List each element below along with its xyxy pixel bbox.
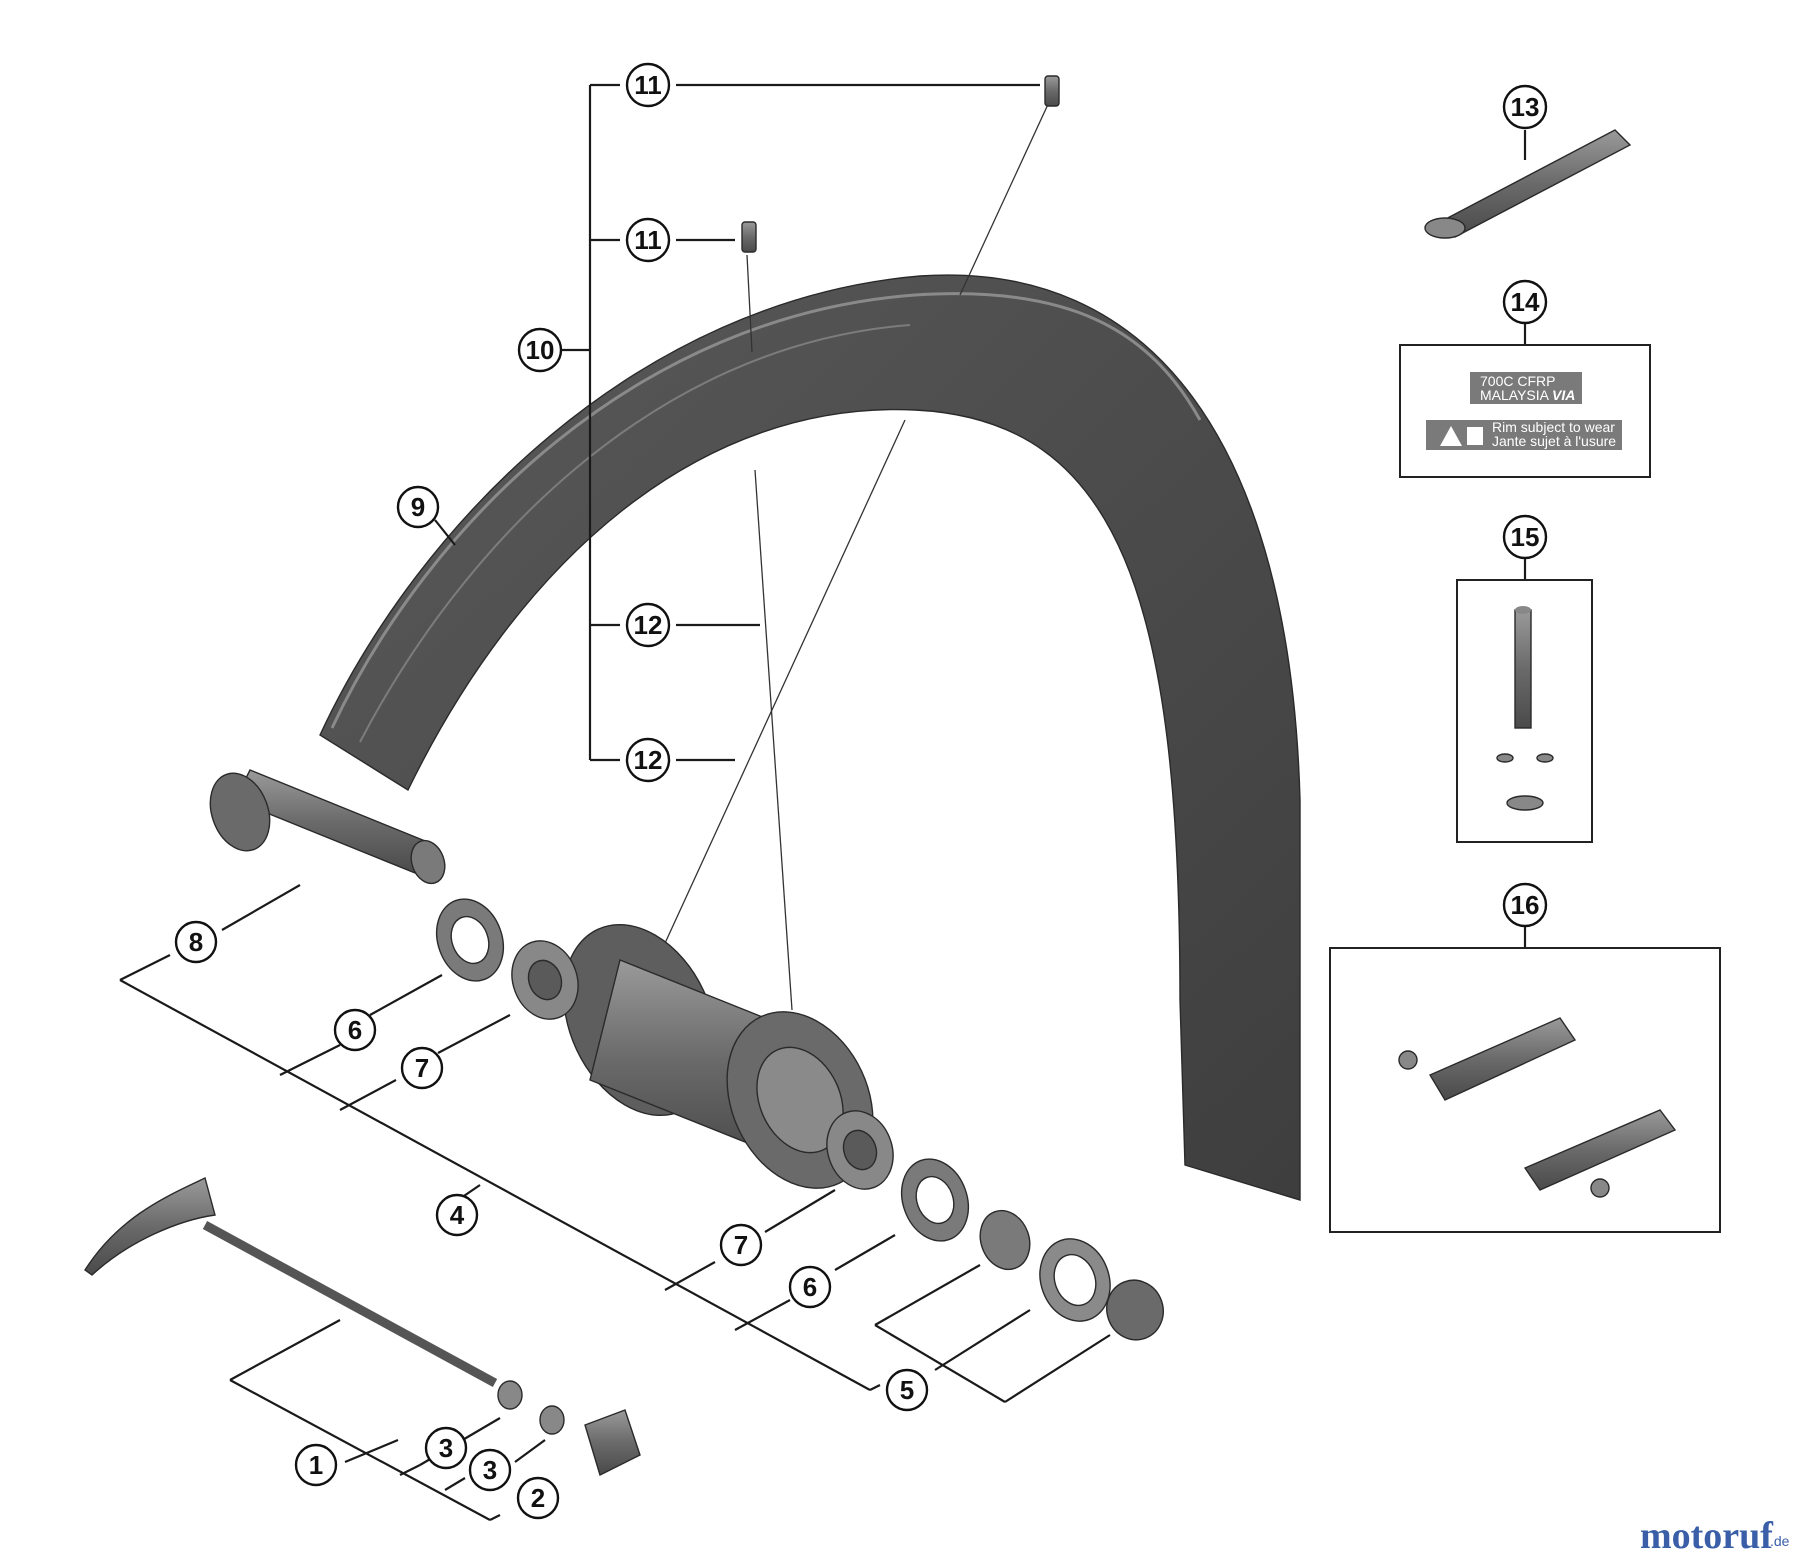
svg-text:9: 9	[411, 492, 425, 522]
svg-text:1: 1	[309, 1450, 323, 1480]
callout-5: 5	[885, 1368, 929, 1412]
watermark-text: motoruf	[1640, 1515, 1774, 1557]
callout-15: 15	[1502, 514, 1548, 560]
warning-icon	[1440, 426, 1462, 446]
callout-7b: 7	[719, 1223, 763, 1267]
callout-8: 8	[174, 920, 218, 964]
callout-11a: 11	[625, 62, 671, 108]
hub-axle	[209, 769, 446, 885]
callout-4: 4	[435, 1193, 479, 1237]
leader-lines	[119, 83, 1527, 1521]
svg-text:6: 6	[348, 1015, 362, 1045]
quick-release	[84, 1177, 641, 1476]
spoke-wrench	[1424, 129, 1632, 239]
svg-text:11: 11	[634, 70, 662, 100]
callout-16: 16	[1502, 882, 1548, 928]
svg-text:10: 10	[526, 335, 555, 365]
svg-text:11: 11	[634, 225, 662, 255]
svg-text:4: 4	[450, 1200, 465, 1230]
brake-pad-box	[1329, 947, 1721, 1233]
nipple-mid	[741, 221, 757, 253]
svg-text:3: 3	[439, 1433, 453, 1463]
callout-9: 9	[396, 485, 440, 529]
svg-text:13: 13	[1511, 92, 1540, 122]
svg-text:2: 2	[531, 1483, 545, 1513]
callout-3b: 3	[468, 1448, 512, 1492]
spokes	[654, 99, 1051, 1011]
hub-body	[563, 923, 874, 1189]
nipple-top	[1044, 75, 1060, 107]
dust-seals	[435, 898, 970, 1242]
svg-text:6: 6	[803, 1272, 817, 1302]
rim-label-brand: VIA	[1552, 387, 1575, 403]
rim-warning-line2: Jante sujet à l'usure	[1492, 433, 1616, 449]
watermark-logo: motoruf .de	[1640, 1515, 1790, 1557]
valve-extender-box	[1456, 579, 1593, 843]
callout-1: 1	[294, 1443, 338, 1487]
svg-text:12: 12	[634, 610, 663, 640]
callout-11b: 11	[625, 217, 671, 263]
end-caps	[979, 1209, 1164, 1341]
bearings	[511, 940, 894, 1190]
svg-text:5: 5	[900, 1375, 914, 1405]
rim-label-box: 700C CFRP MALAYSIA VIA Rim subject to we…	[1399, 344, 1651, 478]
callout-14: 14	[1502, 279, 1548, 325]
callout-6b: 6	[788, 1265, 832, 1309]
svg-text:14: 14	[1511, 287, 1540, 317]
svg-text:3: 3	[483, 1455, 497, 1485]
info-icon	[1467, 427, 1483, 445]
callout-6a: 6	[333, 1008, 377, 1052]
svg-text:7: 7	[734, 1230, 748, 1260]
svg-text:8: 8	[189, 927, 203, 957]
callout-13: 13	[1502, 84, 1548, 130]
svg-text:16: 16	[1511, 890, 1540, 920]
rim	[319, 274, 1301, 1201]
spoke-nipples	[741, 75, 1060, 253]
svg-text:12: 12	[634, 745, 663, 775]
callout-7a: 7	[400, 1046, 444, 1090]
callout-3a: 3	[424, 1426, 468, 1470]
callout-10: 10	[517, 327, 563, 373]
callout-12b: 12	[625, 737, 671, 783]
svg-text:15: 15	[1511, 522, 1540, 552]
watermark-suffix: .de	[1770, 1533, 1790, 1549]
rim-label-line1: 700C CFRP	[1480, 373, 1555, 389]
svg-text:7: 7	[415, 1053, 429, 1083]
rim-warning-line1: Rim subject to wear	[1492, 419, 1615, 435]
callout-2: 2	[516, 1476, 560, 1520]
callout-12a: 12	[625, 602, 671, 648]
rim-label-line2: MALAYSIA	[1480, 387, 1550, 403]
